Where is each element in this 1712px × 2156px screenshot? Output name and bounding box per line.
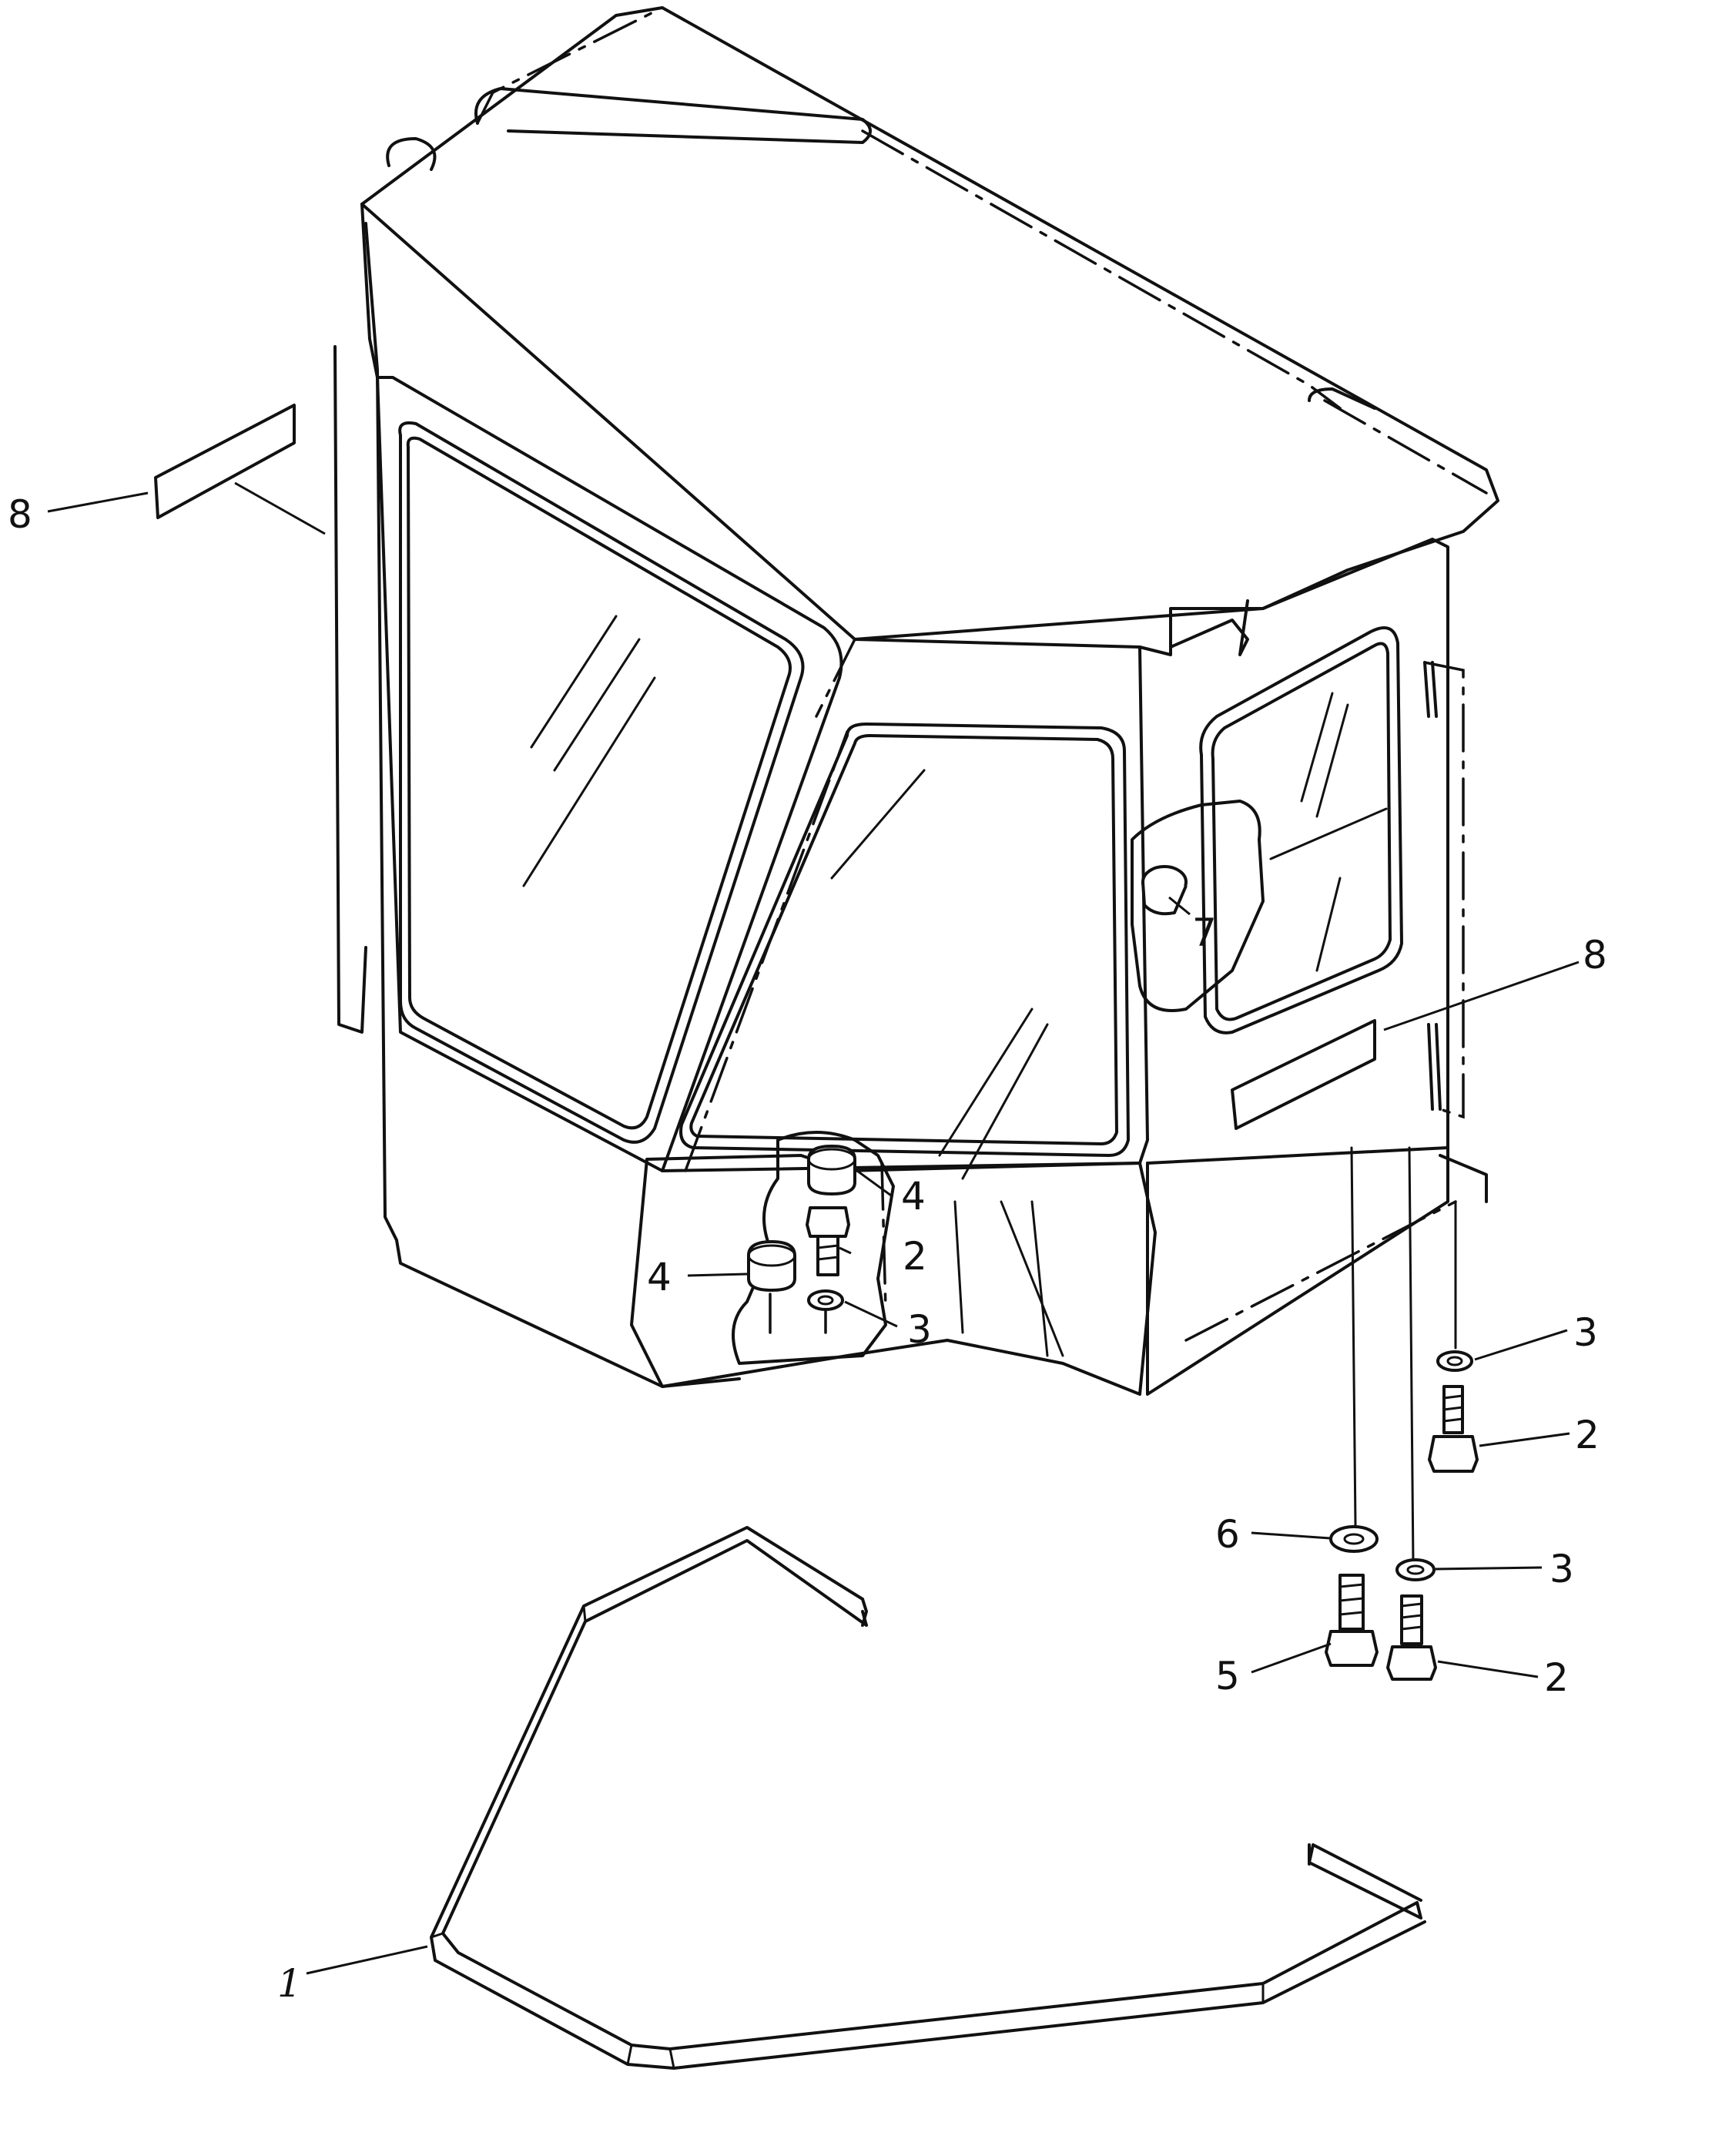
front-frame — [661, 638, 1149, 1172]
roof-handrail — [476, 10, 1488, 495]
skirt-cutaway-outline — [732, 1131, 895, 1365]
seal-strip-1 — [430, 1526, 1426, 2070]
callout-8-left: 8 — [8, 492, 32, 537]
right-wall-bracket — [1169, 599, 1249, 656]
washer-3-upper — [1436, 1350, 1473, 1372]
roof-handle-front — [474, 87, 872, 144]
left-door-frame — [376, 376, 843, 1172]
callout-1: 1 — [277, 1961, 302, 2006]
callout-7: 7 — [1192, 910, 1217, 955]
callout-8-right: 8 — [1583, 933, 1607, 977]
callout-4-upper: 4 — [901, 1174, 926, 1219]
left-door-glass-inner — [406, 436, 792, 1130]
callout-6: 6 — [1215, 1512, 1240, 1557]
bolt-2-center — [806, 1206, 850, 1276]
operator-cab — [333, 6, 1499, 1396]
roof-rear-handle — [1308, 387, 1376, 410]
cab-left-wall — [364, 222, 741, 1388]
seal-strip-inner — [430, 1526, 1426, 2070]
washer-3-center — [807, 1289, 844, 1311]
rear-window-reflection — [1269, 692, 1388, 972]
windshield-reflection — [830, 769, 1049, 1180]
callout-2-lower-right: 2 — [1544, 1655, 1569, 1700]
right-wall-bottom-edge — [1184, 1200, 1457, 1342]
cab-roof — [360, 6, 1499, 641]
center-hardware — [747, 865, 1188, 1334]
rear-handrail-tube — [1423, 661, 1442, 1111]
drop-line-washer-6 — [1350, 1146, 1357, 1527]
callout-5: 5 — [1215, 1654, 1240, 1698]
right-wall-skirt — [1146, 1146, 1488, 1203]
front-pillar-line — [684, 638, 856, 1172]
plug-7 — [1141, 865, 1188, 916]
callout-3-lower-right: 3 — [1550, 1547, 1574, 1591]
windshield-outer — [679, 723, 1130, 1157]
callout-3-center: 3 — [907, 1307, 932, 1352]
decal-8-right — [1231, 1019, 1376, 1130]
right-hardware — [1325, 1146, 1479, 1681]
roof-lifting-lug — [386, 137, 437, 171]
roof-front-edge — [360, 203, 379, 379]
left-glass-reflection — [522, 615, 656, 887]
callout-4-lower: 4 — [647, 1255, 672, 1299]
rear-window-frame-inner — [1211, 642, 1392, 1021]
washer-6 — [1329, 1525, 1379, 1553]
cab-left-edge — [333, 345, 367, 1034]
decal-8-left — [154, 404, 296, 519]
center-drop-lines — [769, 1162, 887, 1334]
leader-lines — [47, 491, 1580, 1975]
decal-8-left-pointer — [234, 481, 326, 535]
callout-2-upper-right: 2 — [1575, 1413, 1600, 1457]
drop-line-washer-3-lower — [1408, 1146, 1415, 1565]
callout-2-center: 2 — [903, 1234, 927, 1279]
bolt-2-upper — [1428, 1385, 1479, 1473]
bolt-5 — [1325, 1574, 1379, 1667]
skirt-fold — [953, 1200, 1064, 1357]
plug-4-lower — [747, 1240, 796, 1292]
cab-right-wall — [1138, 538, 1449, 1396]
callouts: 8 8 7 4 2 3 4 3 2 6 3 5 2 1 — [8, 492, 1607, 2006]
mirror-bracket-plate — [1131, 800, 1265, 1012]
seal-strip-end-left — [861, 1598, 868, 1627]
left-door-glass-outer — [398, 421, 805, 1144]
rear-window-frame-outer — [1199, 626, 1403, 1034]
callout-3-upper-right: 3 — [1573, 1310, 1598, 1355]
windshield-inner — [689, 734, 1118, 1145]
bolt-2-lower — [1386, 1594, 1437, 1681]
rear-handrail — [1423, 661, 1465, 1119]
seal-strip-outer — [441, 1539, 1422, 2050]
washer-3-lower — [1395, 1558, 1436, 1581]
seal-strip-corner-details — [430, 1604, 1265, 2070]
plug-4-upper — [807, 1145, 856, 1195]
